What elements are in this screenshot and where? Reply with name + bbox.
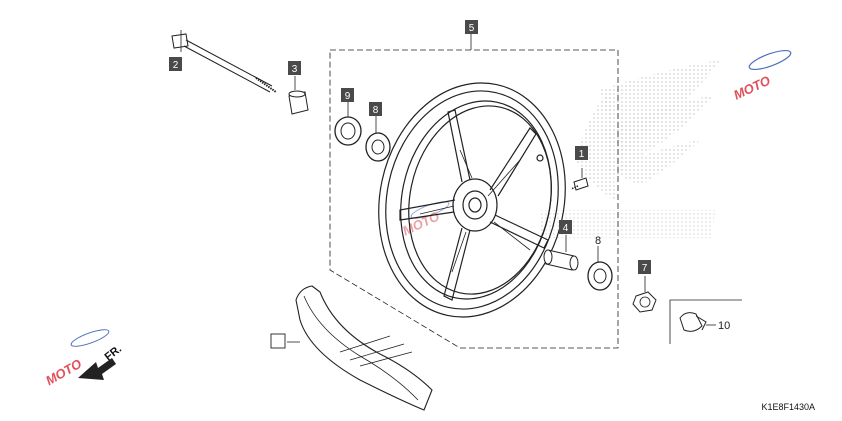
bolt-part: [570, 168, 589, 191]
distance-collar-part: [543, 235, 579, 271]
callout-3: 3: [288, 61, 301, 75]
axle-part: [171, 30, 277, 93]
callout-7: 7: [638, 260, 651, 274]
callout-8a: 8: [369, 102, 382, 116]
callout-8a-label: 8: [373, 105, 379, 116]
callout-2: 2: [169, 57, 182, 71]
axle-nut-part: [632, 276, 657, 313]
bearing-part-right: [587, 246, 613, 291]
fender-callout-box: [270, 333, 286, 349]
callout-1-label: 1: [579, 149, 585, 160]
callout-5-label: 5: [469, 23, 475, 34]
cast-wheel: [378, 82, 566, 318]
callout-9-label: 9: [345, 91, 351, 102]
callout-1: 1: [575, 146, 588, 160]
dust-seal-part: [334, 102, 362, 146]
brand-wing-logo: [540, 60, 720, 238]
inset-bracket: [669, 299, 742, 344]
assembly-outline: [329, 49, 619, 349]
callout-9: 9: [341, 88, 354, 102]
watermark-text: MOTO: [400, 208, 441, 238]
watermark-text: MOTO: [43, 356, 84, 388]
callout-5: 5: [465, 20, 478, 34]
callout-7-label: 7: [642, 263, 648, 274]
reference-code: K1E8F1430A: [761, 402, 815, 412]
callout-8b-label: 8: [595, 235, 601, 247]
watermark-text: MOTO: [731, 73, 772, 103]
callout-2-label: 2: [173, 60, 179, 71]
collar-part: [288, 76, 309, 115]
callout-3-label: 3: [292, 64, 298, 75]
front-marker-label: FR.: [103, 343, 124, 363]
bearing-part-left: [365, 116, 391, 162]
callout-4-label: 4: [563, 223, 569, 234]
front-direction-arrow: FR.: [78, 343, 124, 380]
valve-cap-part: [679, 312, 716, 332]
front-fender-part: [287, 285, 433, 411]
callout-10-label: 10: [718, 320, 730, 332]
callout-4: 4: [559, 220, 572, 234]
